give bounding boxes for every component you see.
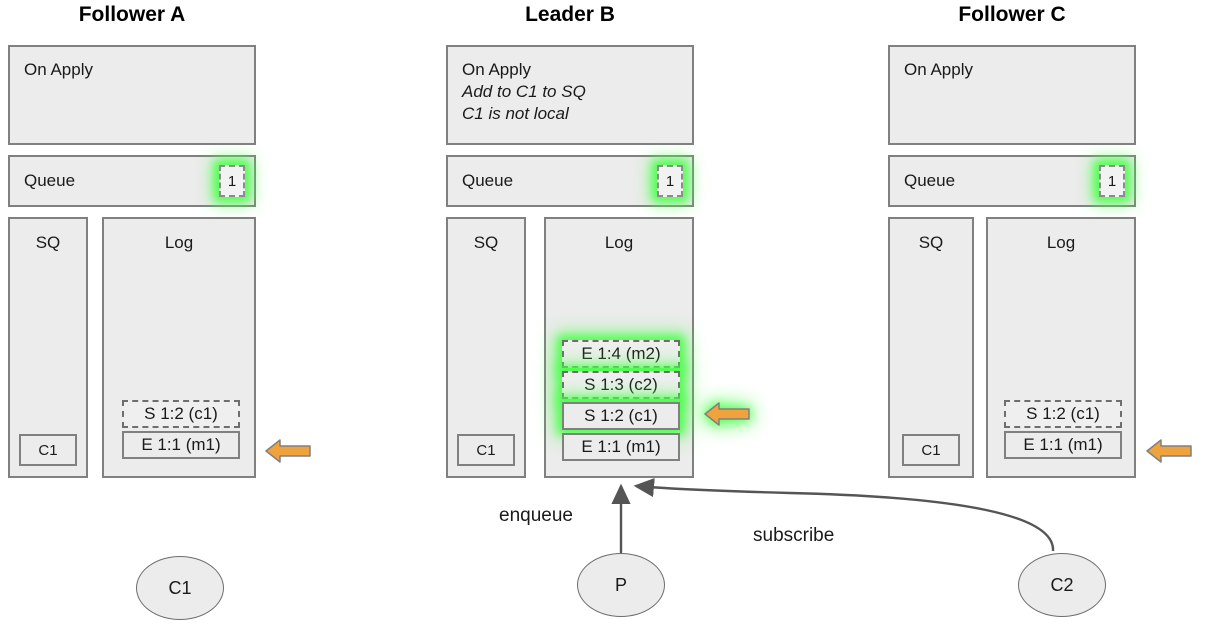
client-circle-c2: C2 [1018,553,1106,617]
follower-c-commit-arrow-icon [1145,437,1193,465]
column-title-follower-c: Follower C [958,3,1066,26]
log-entry: E 1:1 (m1) [122,431,240,459]
on-apply-heading: On Apply [904,60,973,79]
follower-a-sq-panel: SQ C1 [8,217,88,478]
follower-c-queue-box: Queue 1 [888,155,1136,207]
leader-b-log-panel: Log E 1:4 (m2) S 1:3 (c2) S 1:2 (c1) E 1… [544,217,694,478]
queue-label: Queue [462,171,514,190]
subscribe-edge-label: subscribe [753,525,835,546]
on-apply-note: C1 is not local [462,104,569,123]
producer-circle-p: P [577,553,665,617]
sq-item: C1 [902,434,960,466]
log-entry: E 1:1 (m1) [1004,431,1122,459]
log-panel-label: Log [1046,233,1076,252]
column-title-follower-a: Follower A [78,3,186,26]
follower-c-sq-panel: SQ C1 [888,217,974,478]
follower-a-on-apply-box: On Apply [8,45,256,145]
log-entry: S 1:2 (c1) [122,400,240,428]
follower-a-commit-arrow-icon [264,437,312,465]
sq-item: C1 [457,434,515,466]
log-entry: E 1:4 (m2) [562,340,680,368]
on-apply-heading: On Apply [24,60,93,79]
log-panel-label: Log [164,233,194,252]
sq-panel-label: SQ [918,233,944,252]
queue-label: Queue [24,171,76,190]
sq-item: C1 [19,434,77,466]
on-apply-heading: On Apply [462,60,531,79]
column-title-leader-b: Leader B [525,3,615,26]
queue-label: Queue [904,171,956,190]
log-entry: S 1:2 (c1) [562,402,680,430]
log-entry: S 1:3 (c2) [562,371,680,399]
follower-a-queue-box: Queue 1 [8,155,256,207]
queue-count-badge: 1 [657,165,683,197]
sq-panel-label: SQ [35,233,61,252]
queue-count-badge: 1 [219,165,245,197]
leader-b-sq-panel: SQ C1 [446,217,526,478]
log-entry: S 1:2 (c1) [1004,400,1122,428]
client-circle-c1: C1 [136,556,224,620]
leader-b-queue-box: Queue 1 [446,155,694,207]
subscribe-connector [633,478,1055,552]
follower-c-on-apply-box: On Apply [888,45,1136,145]
leader-b-commit-arrow-icon [703,400,751,428]
queue-count-badge: 1 [1099,165,1125,197]
log-entry: E 1:1 (m1) [562,433,680,461]
leader-b-on-apply-box: On Apply Add to C1 to SQ C1 is not local [446,45,694,145]
log-panel-label: Log [604,233,634,252]
on-apply-note: Add to C1 to SQ [462,82,586,101]
sq-panel-label: SQ [473,233,499,252]
enqueue-edge-label: enqueue [499,505,573,526]
follower-c-log-panel: Log S 1:2 (c1) E 1:1 (m1) [986,217,1136,478]
follower-a-log-panel: Log S 1:2 (c1) E 1:1 (m1) [102,217,256,478]
